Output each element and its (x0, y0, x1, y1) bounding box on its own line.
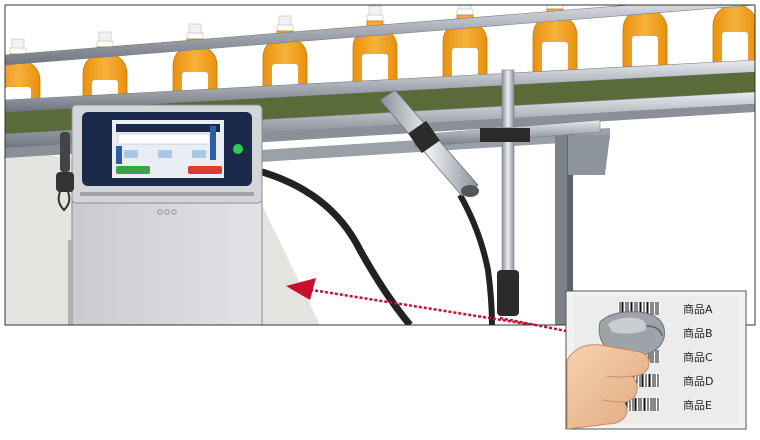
stand-pole (501, 69, 515, 286)
ok-button (116, 166, 150, 174)
stop-button (188, 166, 222, 174)
scan-arrow (311, 288, 542, 325)
product-label: 商品B (683, 326, 713, 340)
hand (566, 344, 650, 430)
printhead-cable (457, 193, 495, 325)
barcode-card: 商品A 商品B 商品C 商品D 商品E (565, 290, 747, 430)
handheld-scanner (598, 311, 665, 357)
product-label: 商品E (683, 398, 712, 412)
status-led (233, 144, 243, 154)
conveyor-leg (555, 128, 567, 325)
inkjet-printer (56, 104, 263, 325)
product-label: 商品A (683, 302, 713, 316)
printhead (379, 89, 479, 197)
arrow-head (286, 278, 316, 300)
factory-scene (5, 5, 755, 325)
cable (254, 166, 413, 325)
illustration-frame (4, 4, 756, 326)
stand-clamp (497, 270, 519, 316)
product-label: 商品C (683, 350, 713, 364)
product-label: 商品D (683, 374, 713, 388)
